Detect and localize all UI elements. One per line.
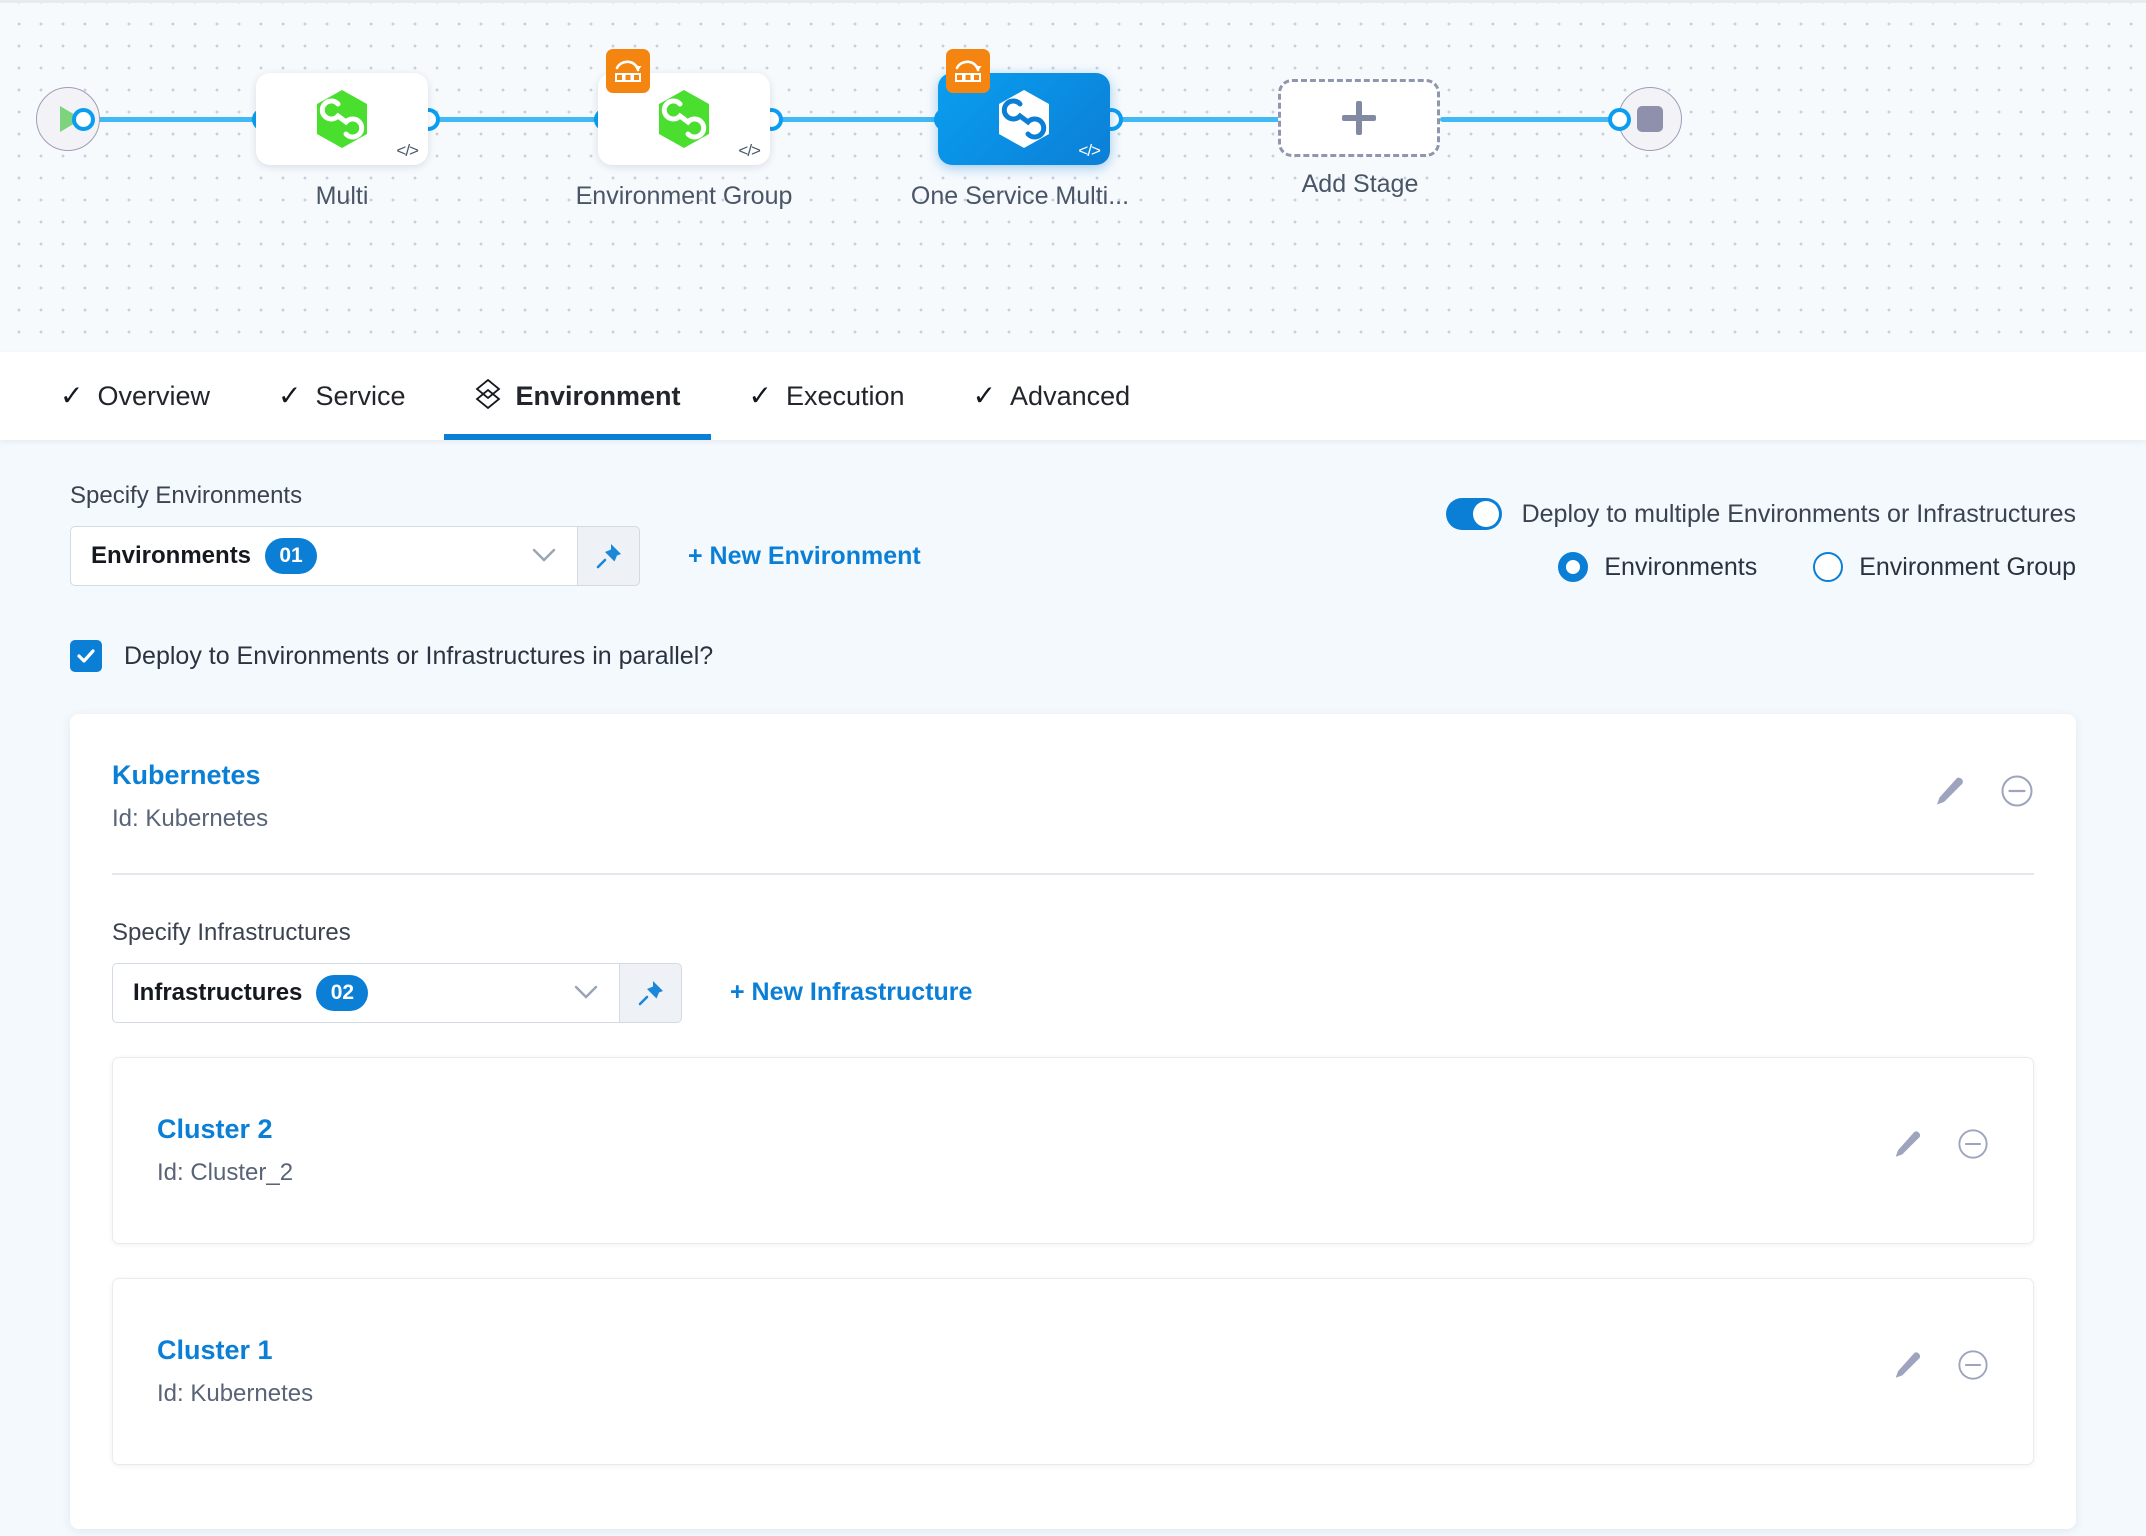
environment-card: Kubernetes Id: Kubernetes	[70, 714, 2076, 1529]
tab-label: Advanced	[1010, 380, 1131, 411]
tab-label: Service	[315, 380, 406, 411]
minus-circle-icon[interactable]	[2000, 774, 2034, 808]
infrastructures-count-badge: 02	[316, 974, 369, 1011]
specify-infrastructures-label: Specify Infrastructures	[112, 918, 351, 946]
radio-selected-icon	[1558, 552, 1589, 582]
tab-label: Execution	[786, 380, 905, 411]
connector-dot	[72, 108, 95, 131]
environments-select-value: Environments	[91, 542, 252, 569]
stage-code-badge[interactable]: </>	[1078, 141, 1101, 160]
infrastructure-id: Id: Kubernetes	[157, 1379, 314, 1407]
add-stage-label: Add Stage	[1301, 170, 1419, 198]
pencil-icon[interactable]	[1891, 1349, 1923, 1381]
environment-tab-panel: Specify Environments Environments 01 + N…	[0, 440, 2146, 1529]
multi-deploy-toggle[interactable]	[1445, 498, 1502, 530]
stage-code-badge[interactable]: </>	[738, 141, 761, 160]
infrastructure-card: Cluster 2 Id: Cluster_2	[112, 1056, 2034, 1244]
tab-label: Overview	[97, 380, 210, 411]
pipeline-stage-node[interactable]: </>	[256, 73, 428, 165]
connector-dot	[1608, 108, 1631, 131]
environment-name-link[interactable]: Kubernetes	[112, 760, 261, 790]
stage-label: One Service Multi...	[910, 182, 1130, 210]
parallel-deploy-label: Deploy to Environments or Infrastructure…	[124, 641, 714, 670]
tab-label: Environment	[515, 380, 681, 411]
layers-icon	[474, 378, 502, 414]
pin-icon[interactable]	[620, 962, 682, 1023]
new-environment-button[interactable]: + New Environment	[688, 541, 921, 570]
tab-advanced[interactable]: ✓ Advanced	[939, 352, 1165, 440]
check-icon: ✓	[748, 380, 772, 411]
chevron-down-icon	[573, 980, 599, 1006]
radio-unselected-icon	[1813, 552, 1844, 582]
stage-tab-bar: ✓ Overview ✓ Service Environment ✓ Execu…	[0, 352, 2146, 440]
radio-label: Environment Group	[1859, 552, 2076, 581]
tab-overview[interactable]: ✓ Overview	[26, 352, 244, 440]
infrastructures-select-value: Infrastructures	[133, 978, 303, 1006]
pin-icon[interactable]	[578, 526, 640, 586]
tab-environment[interactable]: Environment	[440, 352, 715, 440]
parallel-deploy-checkbox[interactable]	[70, 640, 102, 672]
connector-rail	[1115, 117, 1285, 122]
multi-deploy-group: Deploy to multiple Environments or Infra…	[1445, 482, 2076, 586]
infrastructure-name-link[interactable]: Cluster 2	[157, 1113, 273, 1144]
environments-count-badge: 01	[265, 538, 318, 574]
minus-circle-icon[interactable]	[1957, 1128, 1989, 1160]
radio-label: Environments	[1604, 552, 1758, 581]
connector-rail	[775, 117, 955, 122]
connector-rail	[75, 117, 275, 122]
stage-label: Environment Group	[575, 182, 793, 210]
tab-service[interactable]: ✓ Service	[244, 352, 440, 440]
stage-label: Multi	[315, 182, 369, 210]
pipeline-canvas[interactable]: </> Multi </> Environment Group	[0, 0, 2146, 352]
card-divider	[112, 873, 2034, 875]
harness-hexagon-icon	[317, 90, 367, 148]
multi-deployment-badge-icon	[946, 49, 990, 93]
connector-rail	[1440, 117, 1625, 122]
pencil-icon[interactable]	[1932, 774, 1966, 808]
check-icon: ✓	[60, 380, 84, 411]
pipeline-stage-node-selected[interactable]: </>	[938, 49, 1110, 165]
plus-icon	[1342, 101, 1376, 135]
new-infrastructure-button[interactable]: + New Infrastructure	[730, 978, 973, 1006]
pipeline-stage-node[interactable]: </>	[598, 49, 770, 165]
infrastructure-id: Id: Cluster_2	[157, 1158, 294, 1186]
specify-environments-group: Specify Environments Environments 01 + N…	[70, 482, 921, 586]
connector-rail	[430, 117, 620, 122]
tab-execution[interactable]: ✓ Execution	[715, 352, 939, 440]
stage-code-badge[interactable]: </>	[396, 141, 419, 160]
minus-circle-icon[interactable]	[1957, 1349, 1989, 1381]
check-icon: ✓	[278, 380, 302, 411]
multi-deployment-badge-icon	[606, 49, 650, 93]
add-stage-button[interactable]	[1278, 79, 1440, 157]
chevron-down-icon	[531, 543, 557, 569]
specify-infrastructures-group: Specify Infrastructures Infrastructures …	[112, 919, 2034, 1023]
radio-environments[interactable]: Environments	[1558, 552, 1757, 582]
infrastructure-name-link[interactable]: Cluster 1	[157, 1334, 273, 1365]
toggle-knob	[1472, 501, 1499, 527]
pencil-icon[interactable]	[1891, 1128, 1923, 1160]
radio-environment-group[interactable]: Environment Group	[1813, 552, 2076, 582]
harness-hexagon-icon	[659, 90, 709, 148]
check-icon: ✓	[972, 380, 997, 411]
harness-hexagon-icon	[999, 90, 1049, 148]
infrastructures-select[interactable]: Infrastructures 02	[112, 962, 620, 1023]
environment-id: Id: Kubernetes	[112, 805, 269, 832]
multi-deploy-toggle-label: Deploy to multiple Environments or Infra…	[1521, 499, 2076, 528]
environments-select[interactable]: Environments 01	[70, 526, 578, 586]
parallel-deploy-row[interactable]: Deploy to Environments or Infrastructure…	[70, 640, 2076, 672]
specify-environments-label: Specify Environments	[70, 482, 303, 509]
infrastructure-card: Cluster 1 Id: Kubernetes	[112, 1277, 2034, 1465]
stop-icon	[1637, 106, 1663, 132]
